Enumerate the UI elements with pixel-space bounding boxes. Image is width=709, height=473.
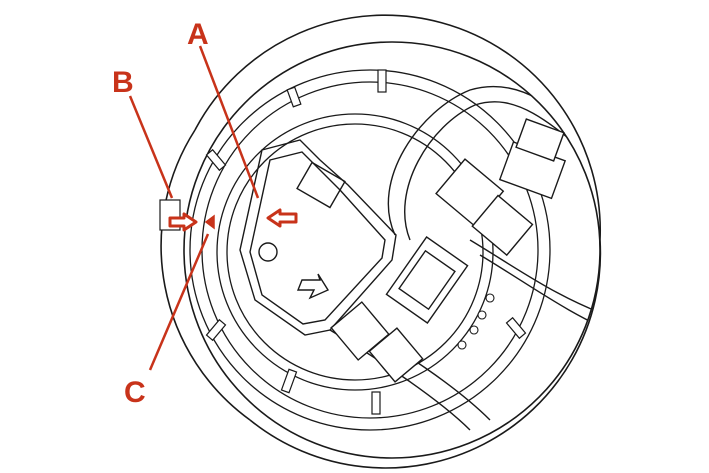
leader-lines [128,45,260,371]
callout-b-arrow-icon [168,212,198,232]
retaining-rings [189,69,551,431]
callout-label-a: A [187,18,209,51]
flow-arrow-icon [296,273,330,300]
outer-housing [160,14,602,469]
indicator-dots [457,293,495,350]
callout-label-c: C [124,376,146,409]
callout-c-arrow-icon [204,214,215,230]
callout-label-b: B [112,66,134,99]
fuel-line-fitting [330,236,469,383]
callout-a-arrow-icon [266,208,298,228]
electrical-connector [435,118,567,257]
pump-module-plate [239,139,397,336]
ring-tabs [159,69,527,415]
